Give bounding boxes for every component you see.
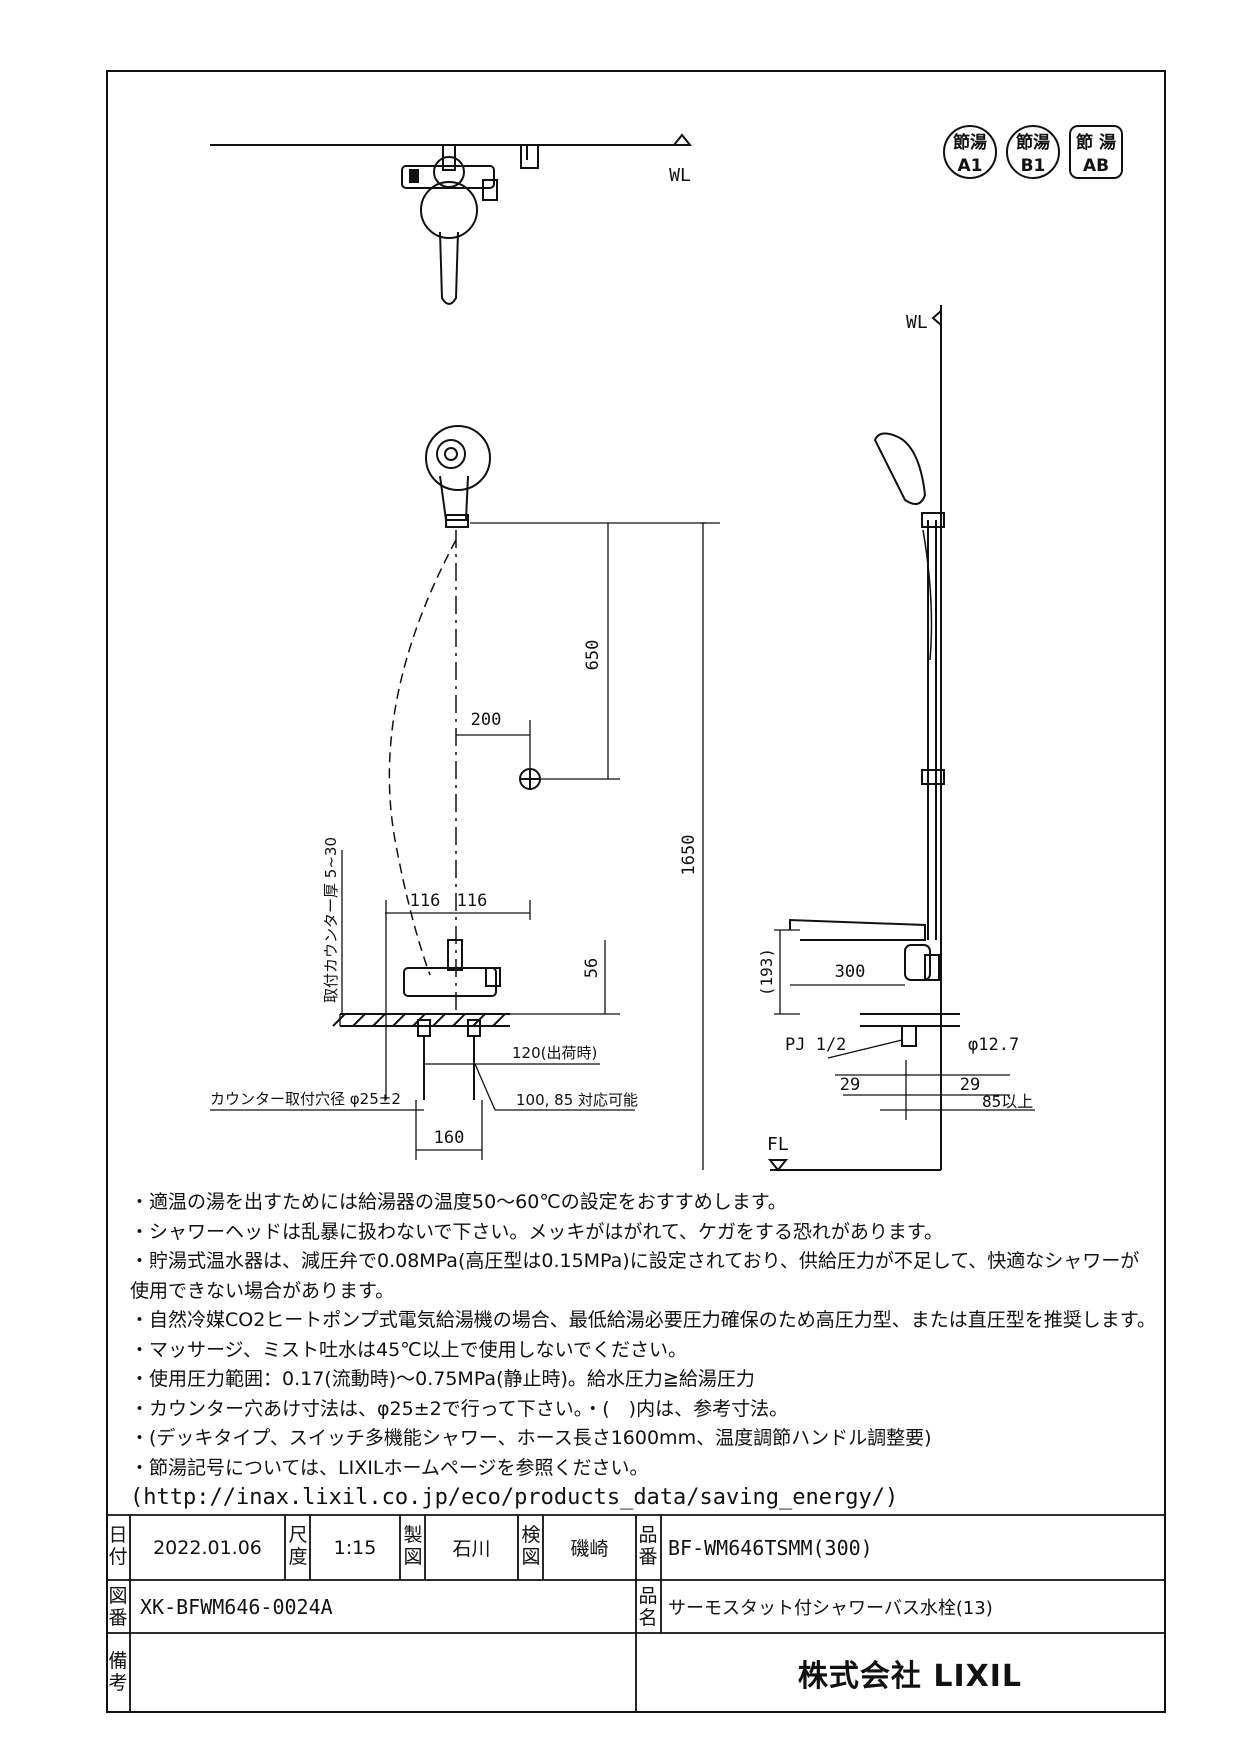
badge-ab-top: 節 湯 <box>1075 132 1116 153</box>
dim-56: 56 <box>582 958 602 978</box>
badge-ab: 節 湯 AB <box>1069 125 1123 179</box>
note-6: ・使用圧力範囲：0.17(流動時)～0.75MPa(静止時)。給水圧力≧給湯圧力 <box>130 1368 755 1390</box>
product-no-label: 品番 <box>638 1524 658 1568</box>
remarks-label: 備考 <box>108 1650 128 1694</box>
drawing-no-label: 図番 <box>108 1585 128 1629</box>
dim-200: 200 <box>471 710 502 730</box>
scale-label: 尺度 <box>288 1524 308 1568</box>
note-8: ・(デッキタイプ、スイッチ多機能シャワー、ホース長さ1600mm、温度調節ハンド… <box>130 1427 932 1449</box>
dim-pj: PJ 1/2 <box>785 1035 846 1055</box>
note-1: ・適温の湯を出すためには給湯器の温度50～60℃の設定をおすすめします。 <box>130 1191 787 1213</box>
note-2: ・シャワーヘッドは乱暴に扱わないで下さい。メッキがはがれて、ケガをする恐れがあり… <box>130 1220 944 1243</box>
dim-29-left: 29 <box>840 1075 860 1095</box>
note-3-cont: 使用できない場合があります。 <box>130 1279 395 1302</box>
title-block-grid <box>107 1514 1165 1712</box>
wl-label-top: WL <box>669 165 691 186</box>
checked-value: 磯崎 <box>570 1538 609 1560</box>
wl-label-side: WL <box>906 312 928 333</box>
badge-a1: 節湯 A1 <box>943 125 997 179</box>
note-url: (http://inax.lixil.co.jp/eco/products_da… <box>130 1485 899 1510</box>
notes: ・適温の湯を出すためには給湯器の温度50～60℃の設定をおすすめします。 ・シャ… <box>130 1188 1156 1513</box>
date-label: 日付 <box>108 1524 128 1568</box>
dim-650: 650 <box>583 640 603 671</box>
dim-85: 85以上 <box>982 1092 1033 1111</box>
dim-phi: φ12.7 <box>968 1035 1019 1055</box>
product-no-value: BF-WM646TSMM(300) <box>668 1535 873 1560</box>
note-7: ・カウンター穴あけ寸法は、φ25±2で行って下さい。・( )内は、参考寸法。 <box>130 1397 789 1420</box>
badge-b1: 節湯 B1 <box>1006 125 1060 179</box>
side-dimension-lines <box>774 929 1035 1120</box>
badge-ab-bottom: AB <box>1083 156 1109 176</box>
plan-view <box>210 133 693 305</box>
dim-29-right: 29 <box>960 1075 980 1095</box>
dim-193: (193) <box>757 948 776 996</box>
drawn-label: 製図 <box>403 1524 423 1568</box>
front-view <box>332 425 541 1100</box>
badge-b1-bottom: B1 <box>1021 156 1046 176</box>
front-dimension-lines <box>210 522 720 1170</box>
note-9: ・節湯記号については、LIXILホームページを参照ください。 <box>130 1456 649 1479</box>
checked-label: 検図 <box>521 1524 541 1568</box>
dim-116-left: 116 <box>410 891 441 911</box>
dim-300: 300 <box>835 962 866 982</box>
dim-160: 160 <box>434 1128 465 1148</box>
fl-label: FL <box>767 1134 789 1155</box>
scale-value: 1:15 <box>333 1536 377 1559</box>
note-5: ・マッサージ、ミスト吐水は45℃以上で使用しないでください。 <box>130 1338 687 1361</box>
product-name-value: サーモスタット付シャワーバス水栓(13) <box>668 1597 993 1619</box>
dim-120: 120(出荷時) <box>512 1044 597 1062</box>
dim-1650: 1650 <box>679 835 699 876</box>
drawing-no-value: XK-BFWM646-0024A <box>140 1594 333 1619</box>
drawn-value: 石川 <box>452 1538 491 1560</box>
side-view <box>767 305 960 1172</box>
badge-b1-top: 節湯 <box>1015 132 1050 153</box>
date-value: 2022.01.06 <box>153 1536 262 1559</box>
note-4: ・自然冷媒CO2ヒートポンプ式電気給湯機の場合、最低給湯必要圧力確保のため高圧力… <box>130 1309 1156 1331</box>
dim-116-right: 116 <box>457 891 488 911</box>
dim-hole: カウンター取付穴径 φ25±2 <box>210 1090 401 1108</box>
dimension-texts: 650 200 1650 116 116 56 120(出荷時) 100, 85… <box>210 312 1033 1155</box>
saving-badges: 節湯 A1 節湯 B1 節 湯 AB <box>943 125 1123 179</box>
note-3: ・貯湯式温水器は、減圧弁で0.08MPa(高圧型は0.15MPa)に設定されてお… <box>130 1250 1140 1272</box>
dim-100-85: 100, 85 対応可能 <box>516 1091 638 1109</box>
company-name: 株式会社 LIXIL <box>797 1658 1023 1694</box>
dim-counter: 取付カウンター厚 5~30 <box>322 837 340 1003</box>
badge-a1-bottom: A1 <box>958 156 983 176</box>
product-name-label: 品名 <box>638 1585 658 1629</box>
badge-a1-top: 節湯 <box>952 132 987 153</box>
